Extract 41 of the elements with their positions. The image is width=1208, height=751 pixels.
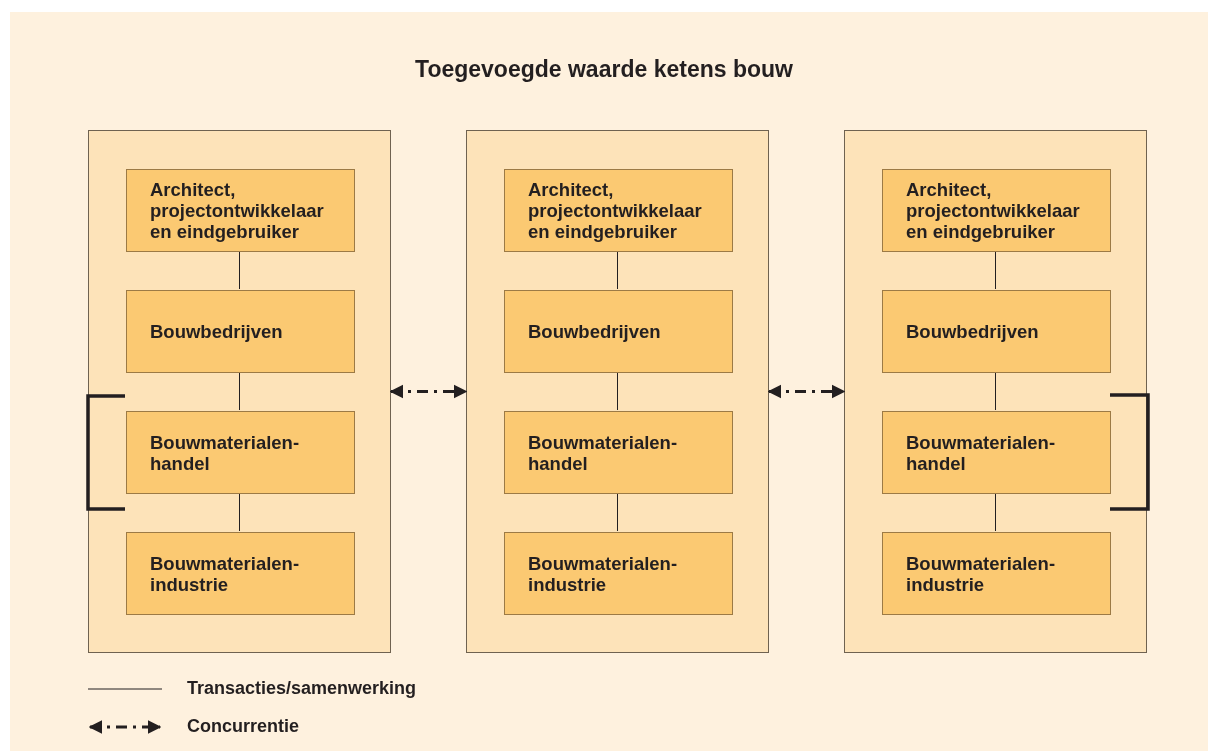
legend-label: Transacties/samenwerking: [187, 678, 417, 699]
process-box: [126, 411, 355, 494]
connector-line: [239, 371, 240, 411]
box-label: Architect, projectontwikkelaar en eindgebruiker: [150, 179, 325, 242]
double-arrow: [767, 384, 846, 399]
chain-column: [844, 130, 1147, 653]
double-arrow: [389, 384, 468, 399]
box-label: Bouwmaterialen-industrie: [150, 552, 301, 595]
process-box: [126, 169, 355, 252]
process-box: [126, 290, 355, 373]
connector-line: [995, 492, 996, 532]
box-label: Bouwmaterialen-handel: [906, 431, 1057, 474]
process-box: [504, 169, 733, 252]
box-label: Bouwbedrijven: [150, 321, 284, 342]
legend-label: Concurrentie: [187, 716, 300, 737]
box-label: Bouwmaterialen-handel: [528, 431, 679, 474]
box-label: Bouwmaterialen-industrie: [906, 552, 1057, 595]
chain-column: [466, 130, 769, 653]
box-label: Bouwmaterialen-handel: [150, 431, 301, 474]
connector-line: [617, 492, 618, 532]
process-box: [126, 532, 355, 615]
process-box: [504, 411, 733, 494]
box-label: Bouwmaterialen-industrie: [528, 552, 679, 595]
diagram-title: Toegevoegde waarde ketens bouw: [414, 56, 794, 83]
connector-line: [617, 371, 618, 411]
chain-column: [88, 130, 391, 653]
connector-line: [239, 492, 240, 532]
connector-line: [995, 250, 996, 290]
connector-line: [239, 250, 240, 290]
process-box: [504, 532, 733, 615]
box-label: Architect, projectontwikkelaar en eindgebruiker: [906, 179, 1081, 242]
process-box: [882, 532, 1111, 615]
box-label: Bouwbedrijven: [906, 321, 1040, 342]
connector-line: [995, 371, 996, 411]
process-box: [882, 169, 1111, 252]
connector-line: [617, 250, 618, 290]
process-box: [504, 290, 733, 373]
box-label: Bouwbedrijven: [528, 321, 662, 342]
box-label: Architect, projectontwikkelaar en eindgebruiker: [528, 179, 703, 242]
process-box: [882, 290, 1111, 373]
process-box: [882, 411, 1111, 494]
